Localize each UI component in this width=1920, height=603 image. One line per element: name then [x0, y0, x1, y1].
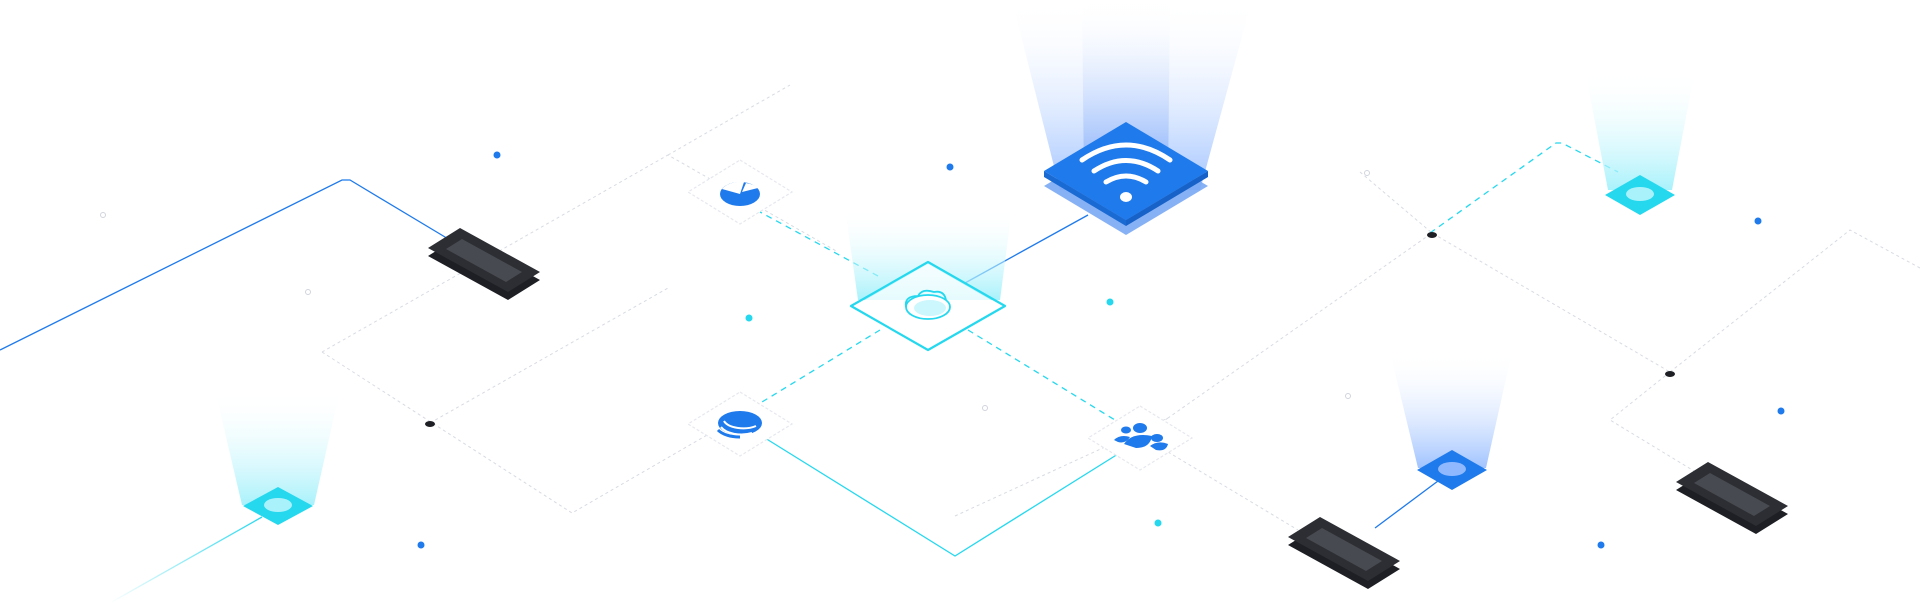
hollow-dot [982, 405, 988, 411]
cyan-dot [1154, 519, 1162, 527]
pie-chart-node [686, 159, 794, 225]
connection-line [1429, 142, 1619, 234]
beacon-cyan-top-right [1605, 175, 1675, 215]
device-bottom [1288, 517, 1400, 589]
grid-line [321, 351, 741, 514]
cyan-beacon-beam [1585, 70, 1695, 190]
cyan-dot [745, 314, 753, 322]
grid-line [954, 232, 1671, 517]
pie-chart-icon [720, 181, 760, 206]
black-vertex [425, 421, 435, 427]
beacon-icon [1438, 462, 1466, 476]
black-vertex [1665, 371, 1675, 377]
device-right [1676, 462, 1788, 534]
cloud-hub [849, 260, 1007, 352]
connection-line [109, 516, 263, 603]
layers-icon [716, 411, 762, 439]
wifi-icon [1079, 142, 1173, 202]
beacon-cyan-left [243, 487, 313, 525]
grid-line [667, 84, 791, 156]
hollow-dot [100, 212, 106, 218]
connection-line [0, 179, 461, 351]
cyan-beacon-beam [215, 390, 340, 505]
hollow-dot [305, 289, 311, 295]
hollow-dot [1364, 170, 1370, 176]
users-icon [1114, 423, 1168, 451]
hollow-dot [1345, 393, 1351, 399]
beacon-icon [1626, 187, 1654, 201]
blue-dot [493, 151, 501, 159]
connections [0, 142, 1619, 603]
connection-line [761, 329, 881, 403]
blue-dot [1777, 407, 1785, 415]
black-vertex [1427, 232, 1437, 238]
blue-dot [946, 163, 954, 171]
grid-line [1167, 451, 1299, 531]
connection-line [1374, 477, 1443, 529]
device-left [428, 228, 540, 300]
grid-line [1359, 171, 1433, 234]
light-beams [215, 0, 1695, 505]
blue-dot [1597, 541, 1605, 549]
grid-line [1669, 229, 1920, 373]
cloud-icon [904, 289, 951, 320]
beacon-icon [264, 498, 292, 512]
beacon-blue-right [1417, 450, 1487, 490]
blue-dot [417, 541, 425, 549]
connection-line [967, 329, 1116, 421]
cloud-beam [845, 208, 1012, 300]
wifi-hub [1044, 122, 1208, 235]
layers-node [686, 391, 794, 457]
users-node [1086, 405, 1194, 471]
connection-line [764, 437, 1119, 557]
blue-beacon-beam [1390, 352, 1512, 468]
cyan-dot [1106, 298, 1114, 306]
grid-dots [100, 151, 1785, 549]
grid-line [429, 287, 669, 424]
blue-dot [1754, 217, 1762, 225]
